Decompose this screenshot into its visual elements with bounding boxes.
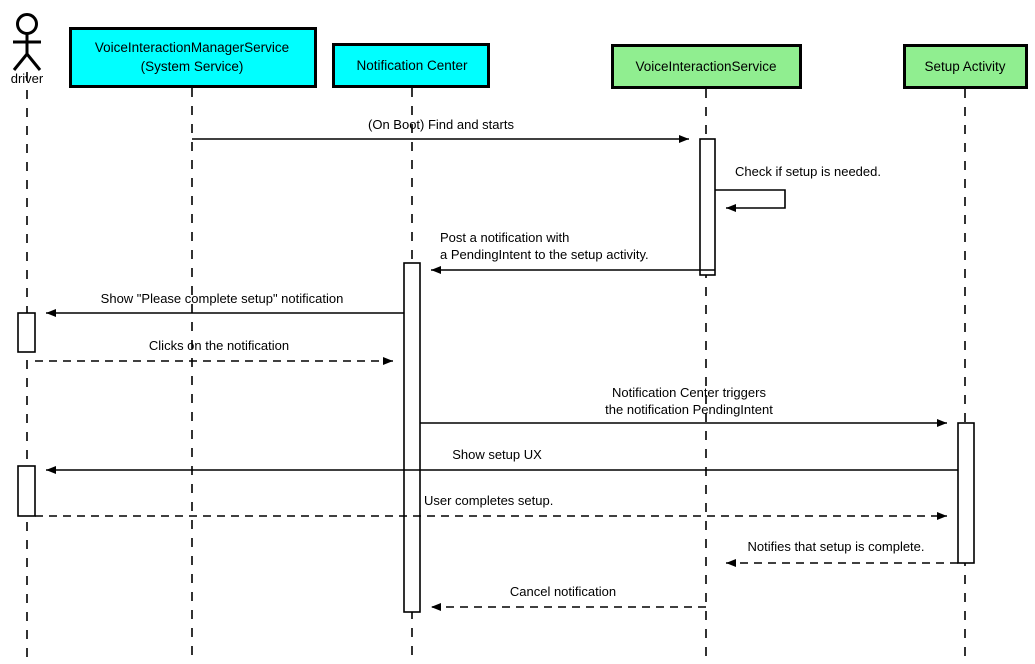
participant-box-notifcenter[interactable]	[332, 43, 490, 88]
participant-label-vis: VoiceInteractionService	[635, 59, 776, 74]
activation-bar-notifcenter	[403, 262, 421, 613]
participant-label-vims: VoiceInteractionManagerService	[95, 40, 289, 55]
participant-box-vims[interactable]	[69, 27, 317, 88]
lifelines-group	[26, 72, 966, 664]
actor-driver[interactable]: driver	[11, 13, 44, 87]
message-label-msg-8: User completes setup.	[424, 493, 553, 508]
message-label-msg-7: Show setup UX	[452, 447, 542, 462]
message-arrow-self	[715, 189, 786, 212]
message-label-msg-6: Notification Center triggers	[612, 385, 766, 400]
participant-box-setup[interactable]	[903, 44, 1028, 89]
activations-group	[17, 138, 975, 613]
actor-leg-right-icon	[25, 53, 42, 71]
actor-label-driver: driver	[11, 71, 44, 86]
activation-bar-vis	[699, 138, 716, 276]
activation-bar-driver	[17, 465, 36, 517]
message-label-msg-3: Post a notification with	[440, 230, 569, 245]
message-label-msg-4: Show "Please complete setup" notificatio…	[101, 291, 344, 306]
message-sublabel-msg-6: the notification PendingIntent	[605, 402, 773, 417]
message-label-msg-9: Notifies that setup is complete.	[747, 539, 924, 554]
participant-sublabel-vims: (System Service)	[141, 59, 244, 74]
messages-group	[35, 135, 958, 611]
message-label-msg-2: Check if setup is needed.	[735, 164, 881, 179]
participant-label-notifcenter: Notification Center	[356, 58, 468, 73]
message-msg-2[interactable]	[715, 189, 786, 212]
participant-box-vis[interactable]	[611, 44, 802, 89]
participant-boxes-group: driver VoiceInteractionManagerService (Sys…	[11, 13, 1028, 89]
activation-bar-setup	[957, 422, 975, 564]
message-sublabel-msg-3: a PendingIntent to the setup activity.	[440, 247, 649, 262]
message-label-msg-10: Cancel notification	[510, 584, 616, 599]
actor-leg-left-icon	[12, 53, 29, 71]
actor-head-icon	[16, 13, 38, 35]
message-label-msg-1: (On Boot) Find and starts	[368, 117, 514, 132]
participant-label-setup: Setup Activity	[924, 59, 1005, 74]
activation-bar-driver	[17, 312, 36, 353]
message-label-msg-5: Clicks on the notification	[149, 338, 289, 353]
